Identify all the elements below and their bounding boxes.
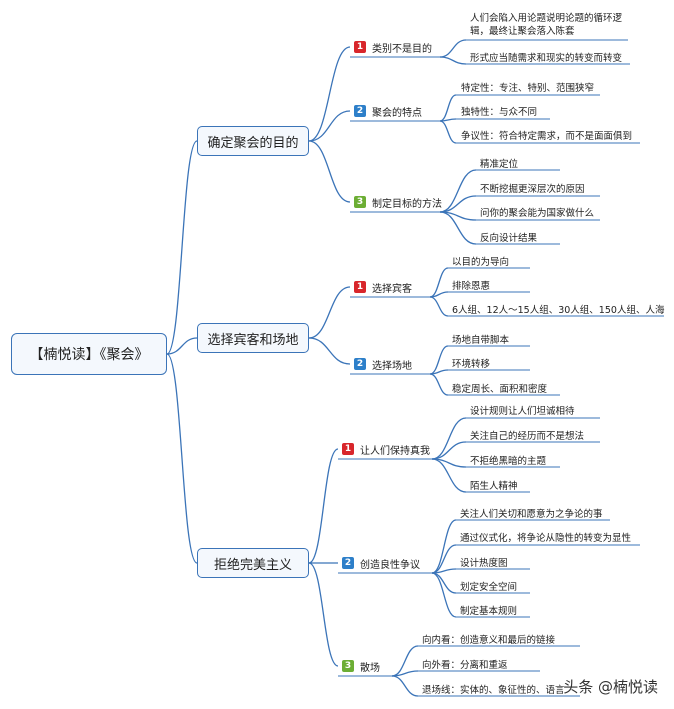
priority-2-icon: 2	[342, 557, 354, 569]
leaf-node[interactable]: 精准定位	[480, 159, 519, 170]
link-branch-sub	[308, 448, 339, 564]
sub-node-closing[interactable]: 3 散场	[342, 659, 380, 674]
sub-node-method[interactable]: 3 制定目标的方法	[354, 195, 442, 210]
link-sub-leaf	[429, 373, 449, 396]
link-root-branch	[166, 337, 198, 355]
link-sub-leaf	[439, 211, 477, 245]
link-sub-leaf	[391, 645, 419, 677]
link-branch-sub	[308, 337, 351, 365]
sub-label: 类别不是目的	[372, 43, 432, 55]
branch-node-guests-venue[interactable]: 选择宾客和场地	[197, 323, 309, 353]
leaf-node[interactable]: 关注自己的经历而不是想法	[470, 431, 585, 442]
leaf-node[interactable]: 关注人们关切和愿意为之争论的事	[460, 509, 603, 520]
leaf-node[interactable]: 退场线：实体的、象征性的、语言	[422, 685, 565, 696]
link-sub-leaf	[431, 572, 457, 594]
link-sub-leaf	[429, 296, 449, 317]
sub-node-features[interactable]: 2 聚会的特点	[354, 104, 422, 119]
leaf-node[interactable]: 6人组、12人～15人组、30人组、150人组、人海	[452, 305, 665, 316]
leaf-node[interactable]: 制定基本规则	[460, 606, 518, 617]
sub-node-guests[interactable]: 1 选择宾客	[354, 280, 412, 295]
priority-1-icon: 1	[342, 443, 354, 455]
leaf-node[interactable]: 争议性：符合特定需求，而不是面面俱到	[461, 131, 633, 142]
link-sub-leaf	[439, 195, 477, 213]
branch-label: 确定聚会的目的	[207, 135, 299, 151]
leaf-node[interactable]: 排除恩惠	[452, 281, 491, 292]
priority-1-icon: 1	[354, 41, 366, 53]
sub-node-good-controversy[interactable]: 2 创造良性争议	[342, 556, 420, 571]
sub-label: 创造良性争议	[360, 559, 420, 571]
leaf-node[interactable]: 向内看：创造意义和最后的链接	[422, 635, 556, 646]
leaf-node[interactable]: 陌生人精神	[470, 481, 518, 492]
link-branch-sub	[308, 140, 351, 203]
leaf-node[interactable]: 不断挖掘更深层次的原因	[480, 184, 585, 195]
priority-1-icon: 1	[354, 281, 366, 293]
leaf-node[interactable]: 场地自带脚本	[452, 335, 510, 346]
link-branch-sub	[308, 110, 351, 142]
link-sub-leaf	[431, 441, 467, 460]
leaf-node[interactable]: 通过仪式化，将争论从隐性的转变为显性	[460, 533, 632, 544]
sub-node-category[interactable]: 1 类别不是目的	[354, 40, 432, 55]
leaf-node[interactable]: 划定安全空间	[460, 582, 518, 593]
link-branch-sub	[308, 562, 339, 667]
leaf-node[interactable]: 设计热度图	[460, 558, 508, 569]
branch-label: 选择宾客和场地	[207, 332, 299, 348]
leaf-node[interactable]: 稳定周长、面积和密度	[452, 384, 548, 395]
link-sub-leaf	[429, 291, 449, 298]
link-sub-leaf	[429, 345, 449, 375]
link-branch-sub	[308, 46, 351, 142]
leaf-node[interactable]: 不拒绝黑暗的主题	[470, 456, 547, 467]
priority-3-icon: 3	[342, 660, 354, 672]
link-sub-leaf	[431, 544, 457, 574]
sub-node-keep-real[interactable]: 1 让人们保持真我	[342, 442, 430, 457]
root-node[interactable]: 【楠悦读】《聚会》	[11, 333, 167, 375]
link-sub-leaf	[429, 369, 449, 375]
leaf-node[interactable]: 独特性：与众不同	[461, 107, 538, 118]
link-sub-leaf	[439, 169, 477, 213]
sub-label: 聚会的特点	[372, 107, 422, 119]
sub-node-venue[interactable]: 2 选择场地	[354, 357, 412, 372]
link-sub-leaf	[439, 120, 457, 144]
link-sub-leaf	[439, 94, 457, 122]
link-root-branch	[166, 353, 198, 564]
leaf-node[interactable]: 问你的聚会能为国家做什么	[480, 208, 595, 219]
leaf-node[interactable]: 向外看：分离和重返	[422, 660, 508, 671]
leaf-node[interactable]: 人们会陷入用论题说明论题的循环逻 辑，最终让聚会落入陈套	[470, 13, 623, 37]
link-sub-leaf	[429, 267, 449, 298]
sub-label: 选择宾客	[372, 283, 412, 295]
watermark: 头条 @楠悦读	[563, 678, 658, 696]
link-sub-leaf	[391, 670, 419, 677]
link-sub-leaf	[439, 56, 467, 65]
sub-label: 散场	[360, 662, 380, 674]
sub-label: 制定目标的方法	[372, 198, 442, 210]
sub-label: 选择场地	[372, 360, 412, 372]
link-sub-leaf	[431, 458, 467, 493]
link-root-branch	[166, 140, 198, 355]
link-sub-leaf	[439, 39, 467, 58]
link-sub-leaf	[431, 417, 467, 460]
sub-label: 让人们保持真我	[360, 445, 430, 457]
leaf-node[interactable]: 形式应当随需求和现实的转变而转变	[470, 53, 623, 64]
leaf-node[interactable]: 反向设计结果	[480, 233, 538, 244]
link-sub-leaf	[431, 519, 457, 574]
branch-label: 拒绝完美主义	[213, 557, 292, 573]
leaf-node[interactable]: 特定性：专注、特别、范围狭窄	[461, 83, 595, 94]
leaf-node[interactable]: 环境转移	[452, 359, 491, 370]
priority-3-icon: 3	[354, 196, 366, 208]
link-sub-leaf	[431, 572, 457, 618]
branch-node-no-perfection[interactable]: 拒绝完美主义	[197, 548, 309, 578]
link-branch-sub	[308, 286, 351, 339]
priority-2-icon: 2	[354, 105, 366, 117]
leaf-node[interactable]: 以目的为导向	[452, 257, 510, 268]
link-sub-leaf	[391, 675, 419, 697]
priority-2-icon: 2	[354, 358, 366, 370]
root-label: 【楠悦读】《聚会》	[29, 347, 149, 363]
branch-node-purpose[interactable]: 确定聚会的目的	[197, 126, 309, 156]
leaf-node[interactable]: 设计规则让人们坦诚相待	[470, 406, 575, 417]
